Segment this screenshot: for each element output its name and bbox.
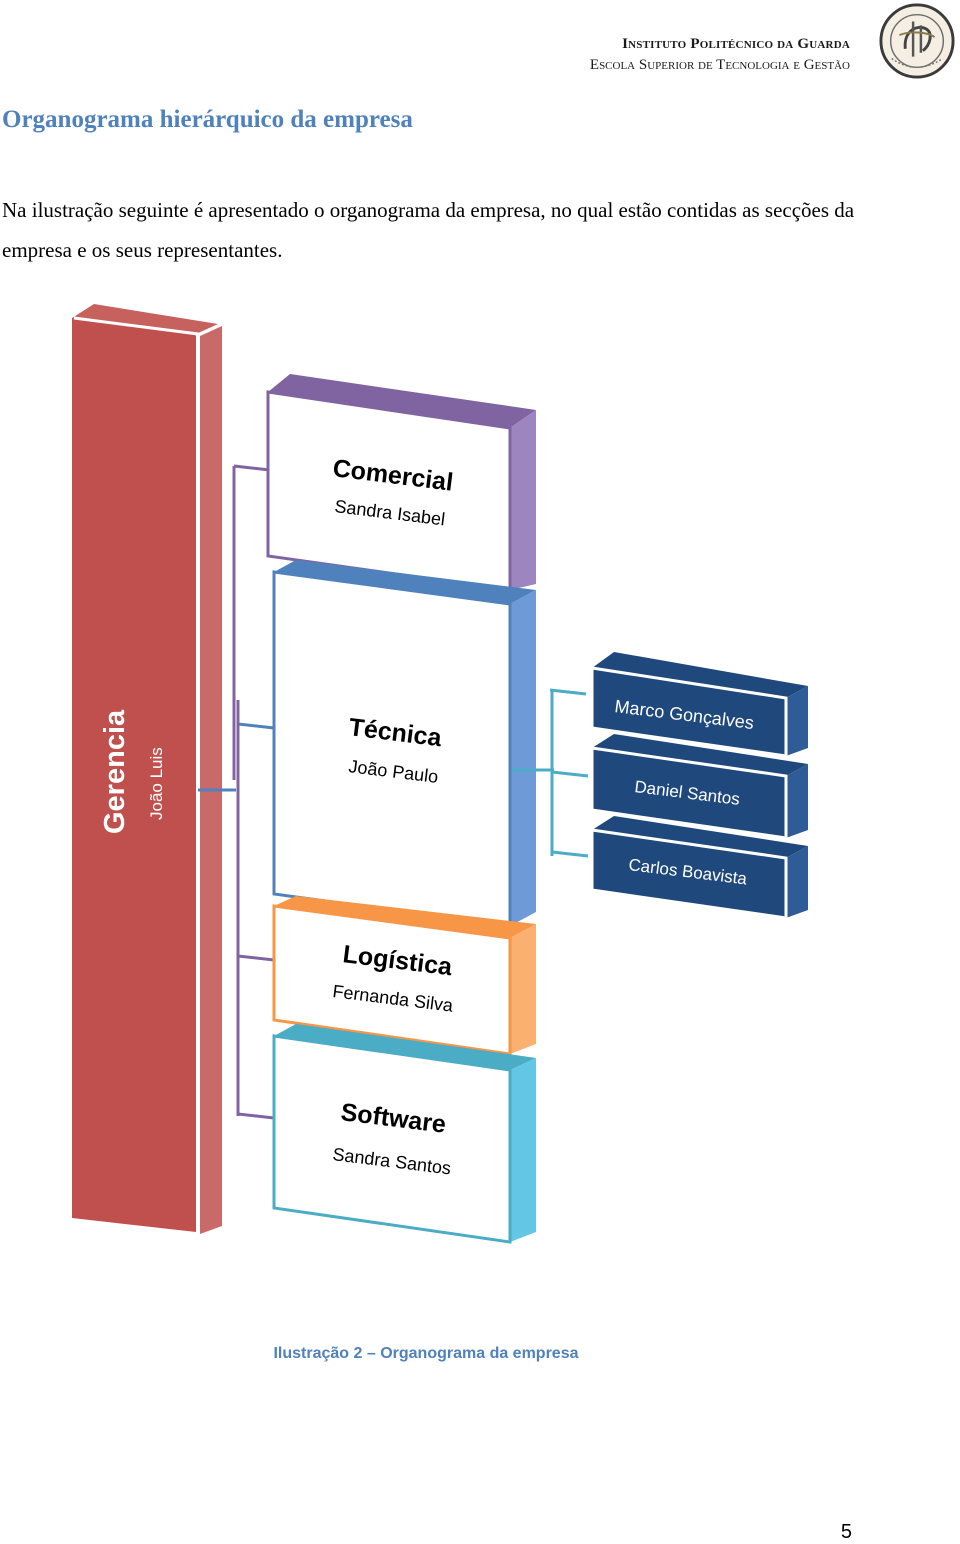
intro-paragraph: Na ilustração seguinte é apresentado o o… <box>2 198 855 262</box>
school-name: Escola Superior de Tecnologia e Gestão <box>589 57 850 73</box>
org-chart: Gerencia João Luis Comercial Sandra Isab… <box>72 304 808 1244</box>
member-marco: Marco Gonçalves <box>590 652 808 758</box>
dept-tecnica: Técnica João Paulo <box>272 560 536 928</box>
page-header: Instituto Politécnico da Guarda Escola S… <box>590 34 850 76</box>
figure-caption: Ilustração 2 – Organograma da empresa <box>273 1345 579 1362</box>
dept-comercial: Comercial Sandra Isabel <box>266 374 536 592</box>
institute-name: Instituto Politécnico da Guarda <box>622 36 850 52</box>
dept-logistica: Logística Fernanda Silva <box>272 896 536 1056</box>
root-title: Gerencia <box>99 709 131 834</box>
org-root-gerencia: Gerencia João Luis <box>72 304 222 1234</box>
member-carlos: Carlos Boavista <box>590 816 808 920</box>
tecnica-connectors <box>512 688 589 858</box>
section-title: Organograma hierárquico da empresa <box>2 106 413 133</box>
ipg-seal-logo-icon <box>879 3 955 79</box>
dept-software: Software Sandra Santos <box>272 1024 536 1244</box>
member-daniel: Daniel Santos <box>590 734 808 840</box>
root-connectors <box>198 464 275 1120</box>
page-number: 5 <box>840 1521 852 1543</box>
root-person: João Luis <box>147 747 166 820</box>
